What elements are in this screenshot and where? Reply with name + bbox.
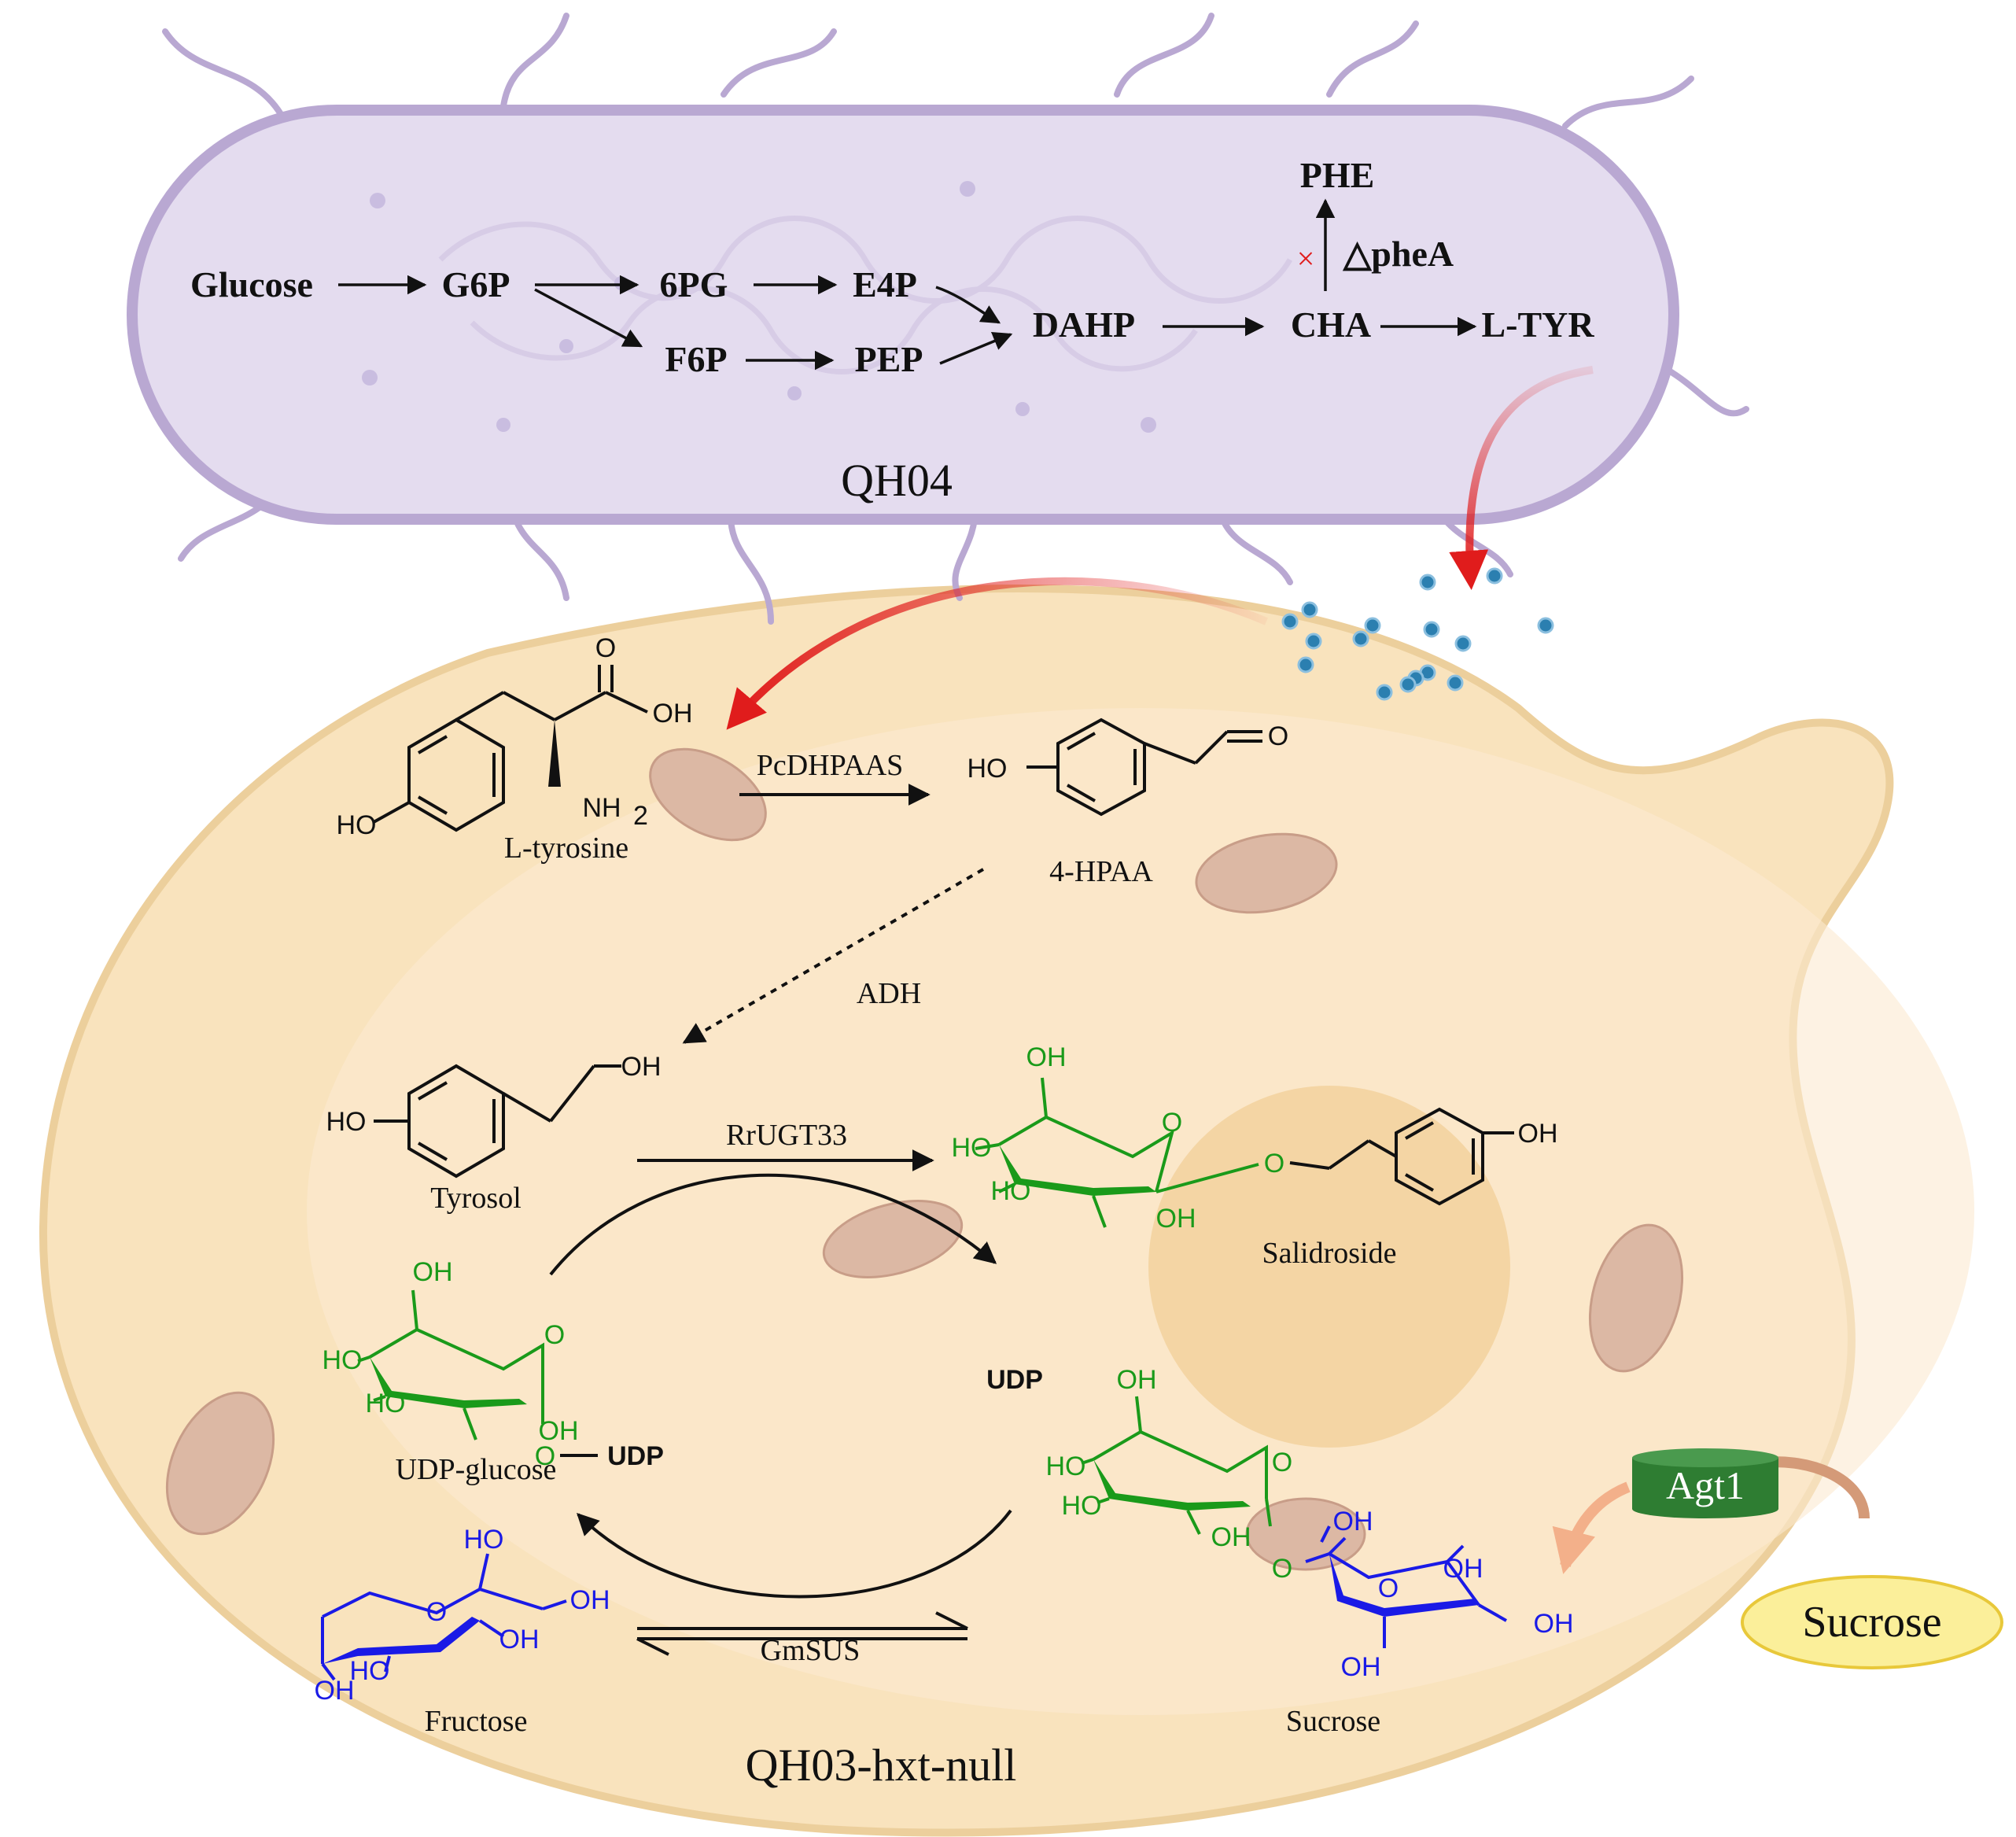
svg-text:OH: OH	[1211, 1522, 1251, 1552]
block-mark: ×	[1297, 241, 1315, 276]
node-glucose: Glucose	[190, 264, 313, 304]
label-udp-glucose: UDP-glucose	[396, 1453, 557, 1486]
node-6pg: 6PG	[660, 264, 728, 304]
step-gmsus: GmSUS	[577, 1509, 1012, 1667]
svg-text:HO: HO	[1062, 1491, 1102, 1521]
pathway-arrows	[338, 198, 1477, 371]
svg-text:HO: HO	[337, 810, 377, 840]
shikimate-pathway: Glucose G6P 6PG E4P F6P PEP DAHP CHA L-T…	[190, 155, 1594, 506]
node-cha: CHA	[1291, 304, 1371, 345]
strain-label-qh04: QH04	[841, 455, 953, 506]
node-pep: PEP	[855, 339, 923, 379]
node-dahp: DAHP	[1033, 304, 1135, 345]
svg-text:UDP: UDP	[607, 1441, 664, 1471]
svg-text:OH: OH	[413, 1257, 453, 1287]
svg-text:OH: OH	[1443, 1554, 1483, 1584]
structure-4-hpaa: HO O 4-HPAA	[967, 717, 1288, 888]
step-pcdhpaas: PcDHPAAS	[739, 749, 931, 806]
structure-l-tyrosine: HO O OH NH 2 L-tyrosine	[337, 633, 693, 865]
svg-text:OH: OH	[1026, 1042, 1067, 1072]
label-salidroside: Salidroside	[1262, 1237, 1397, 1270]
svg-text:HO: HO	[366, 1389, 406, 1418]
label-tyrosol: Tyrosol	[430, 1182, 522, 1215]
transporter-label: Agt1	[1666, 1463, 1745, 1507]
enzyme-adh: ADH	[857, 977, 921, 1010]
svg-text:OH: OH	[1333, 1507, 1373, 1536]
structure-tyrosol: HO OH Tyrosol	[326, 1052, 662, 1215]
svg-text:O: O	[1162, 1108, 1182, 1138]
structure-salidroside: OH O HO HO OH O OH Salidroside	[952, 1042, 1558, 1270]
svg-text:O: O	[544, 1320, 565, 1350]
svg-text:OH: OH	[539, 1416, 579, 1446]
tyrosine-particles	[1281, 567, 1554, 701]
svg-text:O: O	[595, 633, 616, 663]
agt1-transporter: Agt1 Sucrose	[1552, 1448, 2003, 1669]
external-sucrose-label: Sucrose	[1802, 1598, 1941, 1647]
svg-text:HO: HO	[326, 1107, 367, 1137]
mitochondrion	[165, 747, 1684, 1571]
svg-text:O: O	[1268, 721, 1288, 751]
export-arrow	[1449, 366, 1594, 590]
svg-text:O: O	[1264, 1149, 1284, 1179]
step-rrugt33: RrUGT33	[549, 1119, 997, 1276]
svg-text:O: O	[1378, 1573, 1399, 1603]
step-adh: ADH	[682, 868, 985, 1044]
structure-udp-glucose: OH O HO HO OH O UDP UDP-glucose	[322, 1257, 664, 1486]
structure-sucrose: OH O HO HO OH O OH O OH OH OH Sucrose	[1046, 1365, 1574, 1738]
label-l-tyrosine: L-tyrosine	[504, 832, 628, 865]
bacterium-cell	[127, 13, 1749, 625]
svg-text:OH: OH	[499, 1625, 540, 1654]
label-sucrose: Sucrose	[1286, 1705, 1380, 1738]
svg-text:O: O	[535, 1441, 555, 1471]
node-l-tyr: L-TYR	[1481, 304, 1594, 345]
svg-text:2: 2	[633, 801, 648, 831]
nucleoid	[438, 216, 1293, 374]
svg-text:NH: NH	[582, 793, 621, 823]
svg-text:OH: OH	[1518, 1119, 1558, 1149]
svg-text:HO: HO	[1046, 1452, 1086, 1481]
svg-text:OH: OH	[653, 699, 693, 729]
svg-text:O: O	[1272, 1448, 1292, 1477]
bacterium-body	[127, 105, 1679, 525]
svg-text:HO: HO	[952, 1133, 992, 1163]
node-g6p: G6P	[442, 264, 510, 304]
svg-text:O: O	[426, 1597, 447, 1627]
external-sucrose	[1741, 1575, 2003, 1669]
enzyme-pcdhpaas: PcDHPAAS	[757, 749, 904, 782]
svg-text:OH: OH	[570, 1585, 610, 1615]
structure-fructose: HO O OH OH HO OH Fructose	[315, 1525, 610, 1738]
svg-text:HO: HO	[991, 1176, 1031, 1206]
svg-text:O: O	[1272, 1554, 1292, 1584]
knockout-phea: △pheA	[1342, 234, 1454, 274]
svg-text:OH: OH	[1341, 1652, 1381, 1682]
node-e4p: E4P	[853, 264, 917, 304]
enzyme-rrugt33: RrUGT33	[726, 1119, 847, 1152]
svg-text:OH: OH	[621, 1052, 662, 1082]
label-4-hpaa: 4-HPAA	[1049, 855, 1153, 888]
node-phe: PHE	[1300, 155, 1375, 195]
tyrosine-export	[726, 366, 1594, 730]
svg-text:OH: OH	[315, 1676, 355, 1706]
svg-text:HO: HO	[967, 754, 1008, 784]
enzyme-gmsus: GmSUS	[761, 1634, 861, 1667]
svg-text:OH: OH	[1117, 1365, 1157, 1395]
label-udp: UDP	[986, 1365, 1043, 1395]
svg-text:OH: OH	[1156, 1204, 1196, 1234]
import-arrow	[726, 577, 1268, 730]
strain-label-yeast: QH03-hxt-null	[746, 1739, 1017, 1791]
vacuole	[307, 708, 1974, 1715]
svg-text:HO: HO	[464, 1525, 504, 1555]
svg-text:HO: HO	[322, 1345, 363, 1375]
node-f6p: F6P	[665, 339, 727, 379]
nucleus	[1148, 1086, 1510, 1448]
svg-text:HO: HO	[350, 1656, 390, 1686]
svg-text:OH: OH	[1534, 1609, 1574, 1639]
yeast-cell	[39, 585, 1974, 1837]
label-fructose: Fructose	[425, 1705, 528, 1738]
